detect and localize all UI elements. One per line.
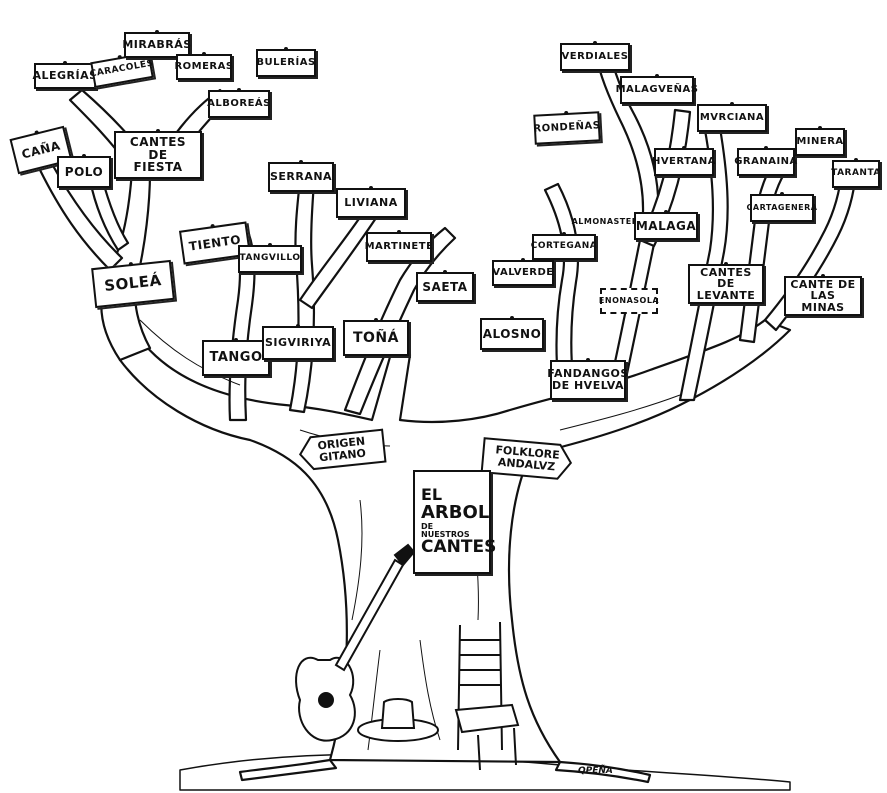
sign-cante-minas-label: CANTE DE LAS MINAS xyxy=(790,277,856,314)
sign-verdiales: VERDIALES xyxy=(560,41,630,71)
title-line-4: CANTES xyxy=(421,537,497,558)
sign-serrana: SERRANA xyxy=(268,160,334,192)
sign-malaga: MALAGA xyxy=(634,210,698,240)
arrow-folklore-andaluz: FOLKLORE ANDALVZ xyxy=(480,436,575,482)
sign-cantes-fiesta: CANTES DE FIESTA xyxy=(114,129,202,179)
sign-taranta: TARANTA xyxy=(831,158,881,188)
sign-fandangos-huelva: FANDANGOS DE HVELVA xyxy=(547,358,629,400)
sign-romeras-label: ROMERAS xyxy=(174,60,234,72)
sign-sigviriya: SIGVIRIYA xyxy=(262,324,334,360)
sign-mirabras: MIRABRÁS xyxy=(122,30,192,58)
sign-enonasola: ENONASOLA xyxy=(598,288,660,314)
title-board: EL ARBOL DE NUESTROS CANTES xyxy=(413,470,497,574)
chair-drawing xyxy=(454,621,520,771)
sign-bulerias-label: BULERÍAS xyxy=(256,56,316,68)
sign-cantes-fiesta-label: CANTES DE FIESTA xyxy=(129,135,187,175)
sign-huertana-label: HVERTANA xyxy=(651,155,717,167)
sign-tona-label: TOÑÁ xyxy=(352,329,399,346)
sign-saeta-label: SAETA xyxy=(422,279,468,294)
sign-valverde: VALVERDE xyxy=(492,258,554,286)
sign-solea-label: SOLEÁ xyxy=(103,271,163,296)
sign-cantes-levante-label: CANTES DE LEVANTE xyxy=(696,265,756,302)
artist-signature: QPEÑA xyxy=(578,766,613,776)
sign-almonaster-label: ALMONASTER xyxy=(571,216,639,226)
sign-martinete: MARTINETE xyxy=(364,230,434,262)
title-line-2: ARBOL xyxy=(421,501,490,523)
sign-alosno: ALOSNO xyxy=(480,316,544,350)
sign-cana-label: CAÑA xyxy=(20,138,62,162)
sign-huertana: HVERTANA xyxy=(651,146,717,176)
root-right xyxy=(554,760,652,784)
sign-verdiales-label: VERDIALES xyxy=(561,50,629,62)
arrow-origen-gitano: ORIGEN GITANO xyxy=(296,427,387,472)
title-line-3: DE NUESTROS xyxy=(421,521,470,539)
sign-granaina: GRANAINA xyxy=(734,146,798,176)
sign-liviana: LIVIANA xyxy=(336,186,406,218)
sign-alegrias-label: ALEGRÍAS xyxy=(32,69,98,83)
sign-polo: POLO xyxy=(57,154,111,188)
sign-minera: MINERA xyxy=(795,126,845,156)
sign-sigviriya-label: SIGVIRIYA xyxy=(264,336,332,350)
sign-bulerias: BULERÍAS xyxy=(256,47,316,77)
sign-cantes-levante: CANTES DE LEVANTE xyxy=(688,262,764,304)
root-left xyxy=(238,758,338,782)
sign-liviana-label: LIVIANA xyxy=(344,196,398,210)
sign-tiento-label: TIENTO xyxy=(188,232,242,254)
guitar-drawing xyxy=(295,543,416,742)
sign-tangvillo-label: TANGVILLO xyxy=(239,253,301,264)
sign-granaina-label: GRANAINA xyxy=(734,155,798,167)
title-line-1: EL xyxy=(421,484,443,504)
sign-alboreas: ALBOREÁS xyxy=(207,88,271,118)
sign-rondenas: RONDEÑAS xyxy=(533,110,601,145)
sign-polo-label: POLO xyxy=(64,164,104,179)
sign-enonasola-label: ENONASOLA xyxy=(598,295,660,305)
hat-drawing xyxy=(357,698,439,742)
sign-taranta-label: TARANTA xyxy=(831,168,881,179)
sign-fandangos-huelva-label: FANDANGOS DE HVELVA xyxy=(547,367,629,392)
sign-cartagenera-label: CARTAGENERA xyxy=(746,202,818,212)
sign-mirabras-label: MIRABRÁS xyxy=(122,38,192,52)
sign-tango: TANGO xyxy=(202,338,270,376)
sign-malaga-label: MALAGA xyxy=(635,218,697,233)
sign-romeras: ROMERAS xyxy=(174,52,234,80)
sign-tango-label: TANGO xyxy=(209,350,263,366)
branch-mid-3 xyxy=(298,208,378,310)
sign-cortegana: CORTEGANA xyxy=(530,232,598,260)
sign-valverde-label: VALVERDE xyxy=(492,266,554,278)
sign-minera-label: MINERA xyxy=(796,135,844,147)
sign-alegrias: ALEGRÍAS xyxy=(32,61,98,89)
sign-murciana: MVRCIANA xyxy=(697,102,767,132)
sign-malaguenas-label: MALAGVEÑAS xyxy=(615,83,699,95)
sign-tona: TOÑÁ xyxy=(343,318,409,356)
arrow-folklore-andaluz-label: FOLKLORE ANDALVZ xyxy=(494,443,561,474)
sign-alboreas-label: ALBOREÁS xyxy=(207,97,271,109)
sign-cortegana-label: CORTEGANA xyxy=(530,241,598,252)
sign-caracoles-label: CARACOLES xyxy=(89,58,155,80)
sign-serrana-label: SERRANA xyxy=(269,170,333,184)
sign-tangvillo: TANGVILLO xyxy=(238,243,302,273)
sign-rondenas-label: RONDEÑAS xyxy=(533,120,601,135)
sign-alosno-label: ALOSNO xyxy=(482,326,542,341)
sign-solea: SOLEÁ xyxy=(91,259,175,309)
sign-saeta: SAETA xyxy=(416,270,474,302)
sign-almonaster: ALMONASTER xyxy=(572,212,638,232)
sign-murciana-label: MVRCIANA xyxy=(699,111,765,123)
sign-cante-minas: CANTE DE LAS MINAS xyxy=(784,274,862,316)
sign-cartagenera: CARTAGENERA xyxy=(747,192,817,222)
sign-malaguenas: MALAGVEÑAS xyxy=(616,74,698,104)
arrow-origen-gitano-label: ORIGEN GITANO xyxy=(316,435,367,465)
sign-martinete-label: MARTINETE xyxy=(364,240,434,252)
